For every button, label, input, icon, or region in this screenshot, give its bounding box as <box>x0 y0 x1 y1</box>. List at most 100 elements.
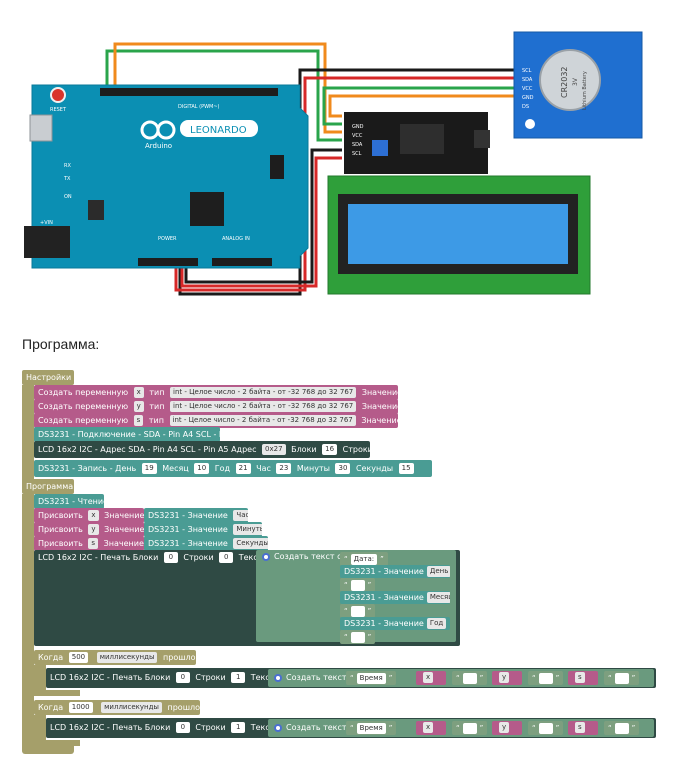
variable-get-block[interactable]: x <box>416 671 446 685</box>
text-string-block[interactable]: “” <box>604 721 640 735</box>
type-dropdown[interactable]: int - Целое число - 2 байта - от -32 768… <box>170 387 357 398</box>
unit-dropdown[interactable]: миллисекунды <box>101 702 162 713</box>
text-string-block[interactable]: “Время” <box>346 721 397 735</box>
variable-get-block[interactable]: y <box>492 721 522 735</box>
text-string-block[interactable]: “” <box>452 671 488 685</box>
field-dropdown[interactable]: Месяц <box>426 592 450 603</box>
var-dropdown[interactable]: s <box>88 538 99 549</box>
string-field[interactable] <box>538 722 553 734</box>
var-dropdown[interactable]: x <box>88 510 99 521</box>
ds-value-minute-block[interactable]: DS3231 - Значение Минуты <box>144 522 262 537</box>
ds3231-write-block[interactable]: DS3231 - Запись - День 19 Месяц 10 Год 2… <box>34 460 432 477</box>
cols-field[interactable]: 16 <box>322 444 338 455</box>
field-dropdown[interactable]: Год <box>426 618 447 629</box>
string-field[interactable]: Дата: <box>350 553 378 565</box>
analog-header <box>212 258 272 266</box>
string-field[interactable]: Время <box>356 722 386 734</box>
block-field[interactable]: 0 <box>163 552 178 563</box>
unit-dropdown[interactable]: миллисекунды <box>96 652 158 663</box>
string-field[interactable] <box>462 722 477 734</box>
var-dropdown[interactable]: s <box>575 722 585 733</box>
text-string-block[interactable]: “Дата:” <box>340 552 388 566</box>
string-field[interactable] <box>462 672 477 684</box>
year-field[interactable]: 21 <box>235 463 251 474</box>
string-field[interactable] <box>350 631 365 643</box>
variable-get-block[interactable]: x <box>416 721 446 735</box>
var-dropdown[interactable]: y <box>499 722 510 733</box>
var-name-dropdown[interactable]: x <box>133 387 144 398</box>
text-string-block[interactable]: “” <box>452 721 488 735</box>
mutator-gear-icon[interactable] <box>262 553 270 561</box>
string-field[interactable] <box>614 672 629 684</box>
lcd-init-block[interactable]: LCD 16x2 I2C - Адрес SDA - Pin A4 SCL - … <box>34 441 370 458</box>
string-field[interactable] <box>538 672 553 684</box>
type-dropdown[interactable]: int - Целое число - 2 байта - от -32 768… <box>170 401 357 412</box>
text-string-block[interactable]: “” <box>340 578 376 592</box>
close-quote: ” <box>367 607 372 615</box>
minute-field[interactable]: 30 <box>335 463 351 474</box>
row-field[interactable]: 0 <box>219 552 234 563</box>
string-field[interactable] <box>614 722 629 734</box>
variable-get-block[interactable]: y <box>492 671 522 685</box>
month-field[interactable]: 10 <box>194 463 210 474</box>
row-field[interactable]: 1 <box>231 722 246 733</box>
open-quote: “ <box>532 674 536 682</box>
rtc-mount-hole <box>525 119 535 129</box>
minute-label: Минуты <box>296 464 330 473</box>
var-dropdown[interactable]: x <box>423 672 434 683</box>
var-dropdown[interactable]: s <box>575 672 585 683</box>
field-dropdown[interactable]: День <box>426 566 450 577</box>
var-name-dropdown[interactable]: s <box>133 415 144 426</box>
string-field[interactable] <box>350 579 365 591</box>
var-dropdown[interactable]: y <box>499 672 510 683</box>
day-field[interactable]: 19 <box>141 463 157 474</box>
lcd-address-dropdown[interactable]: 0x27 <box>262 444 286 455</box>
variable-get-block[interactable]: s <box>568 671 598 685</box>
text-string-block[interactable]: “” <box>528 721 564 735</box>
ms-field[interactable]: 1000 <box>68 702 93 713</box>
string-field[interactable] <box>350 605 365 617</box>
field-dropdown[interactable]: Час <box>233 510 248 521</box>
var-dropdown[interactable]: y <box>88 524 99 535</box>
field-dropdown[interactable]: Минуты <box>233 524 262 535</box>
ms-field[interactable]: 500 <box>68 652 89 663</box>
open-quote: “ <box>344 555 348 563</box>
assign-x-block[interactable]: Присвоить x Значение <box>34 508 144 523</box>
text-string-block[interactable]: “” <box>604 671 640 685</box>
when-1000-block[interactable]: Когда 1000 миллисекунды прошло <box>34 700 200 715</box>
ds-value-second-block[interactable]: DS3231 - Значение Секунды <box>144 536 268 551</box>
create-var-x-block[interactable]: Создать переменную x тип int - Целое чис… <box>34 385 398 400</box>
text-string-block[interactable]: “Время” <box>346 671 397 685</box>
text-string-block[interactable]: “” <box>528 671 564 685</box>
assign-s-block[interactable]: Присвоить s Значение <box>34 536 144 551</box>
setup-header[interactable]: Настройки <box>22 370 74 385</box>
type-dropdown[interactable]: int - Целое число - 2 байта - от -32 768… <box>169 415 356 426</box>
var-name-dropdown[interactable]: y <box>133 401 144 412</box>
text-string-block[interactable]: “” <box>340 630 376 644</box>
block-field[interactable]: 0 <box>175 722 190 733</box>
ds3231-read-block[interactable]: DS3231 - Чтение <box>34 494 104 509</box>
ds-value-block[interactable]: DS3231 - ЗначениеМесяц <box>340 591 450 604</box>
assign-y-block[interactable]: Присвоить y Значение <box>34 522 144 537</box>
ds3231-connect-block[interactable]: DS3231 - Подключение - SDA - Pin A4 SCL … <box>34 427 220 442</box>
second-field[interactable]: 15 <box>398 463 414 474</box>
variable-get-block[interactable]: s <box>568 721 598 735</box>
ds-value-hour-block[interactable]: DS3231 - Значение Час <box>144 508 248 523</box>
when-500-block[interactable]: Когда 500 миллисекунды прошло <box>34 650 196 665</box>
block-field[interactable]: 0 <box>175 672 190 683</box>
regulator <box>88 200 104 220</box>
string-field[interactable]: Время <box>356 672 386 684</box>
var-dropdown[interactable]: x <box>423 722 434 733</box>
mutator-gear-icon[interactable] <box>274 724 282 732</box>
loop-header[interactable]: Программа <box>22 479 74 494</box>
text-string-block[interactable]: “” <box>340 604 376 618</box>
mutator-gear-icon[interactable] <box>274 674 282 682</box>
create-var-s-block[interactable]: Создать переменную s тип int - Целое чис… <box>34 413 398 428</box>
create-text-label: Создать текст с <box>286 673 354 682</box>
hour-field[interactable]: 23 <box>276 463 292 474</box>
field-dropdown[interactable]: Секунды <box>233 538 268 549</box>
create-var-y-block[interactable]: Создать переменную y тип int - Целое чис… <box>34 399 398 414</box>
row-field[interactable]: 1 <box>231 672 246 683</box>
